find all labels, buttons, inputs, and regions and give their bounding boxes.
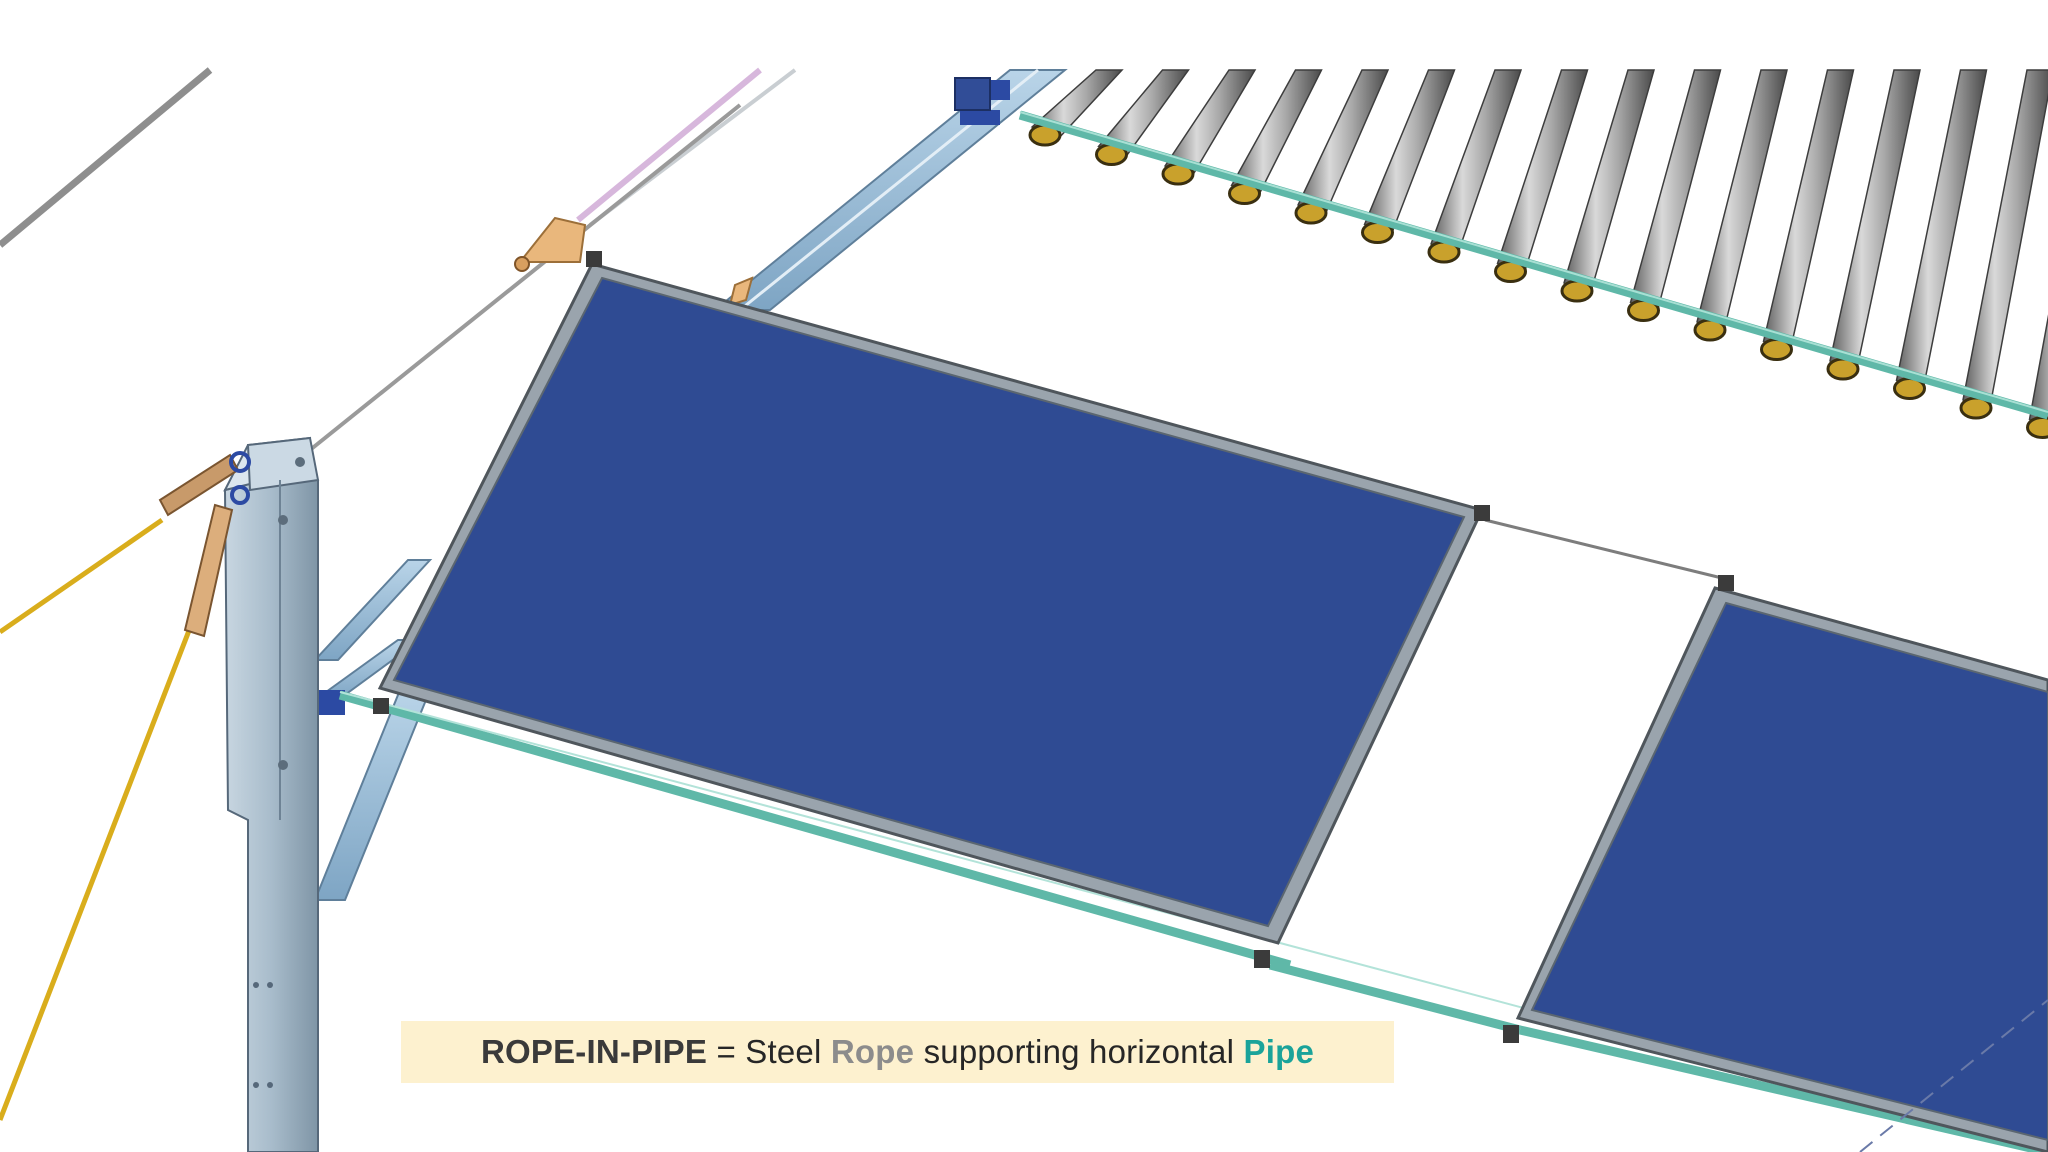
rack-bracket [954,77,991,111]
caption-keyword: ROPE-IN-PIPE [480,1033,708,1070]
rack-beam [712,68,1068,312]
panel-link-rope [1484,518,1731,582]
caption-rope-word: Rope [830,1033,915,1070]
pink-cable [576,67,762,223]
tube-header-highlight [1019,111,2048,413]
rope-tensioner [514,216,754,307]
vacuum-tube [1296,69,1390,219]
diagonal-brace [313,689,432,901]
support-column [223,436,320,1152]
flat-plate-collector-2 [1503,575,2048,1152]
guide-rope [308,103,742,452]
guy-ropes [0,517,193,1121]
caption-pipe-word: Pipe [1243,1033,1315,1070]
rack-lower-beam [311,559,433,715]
far-rope [0,67,213,248]
caption-banner: ROPE-IN-PIPE = Steel Rope supporting hor… [401,1021,1394,1083]
turnbuckles [158,451,251,638]
vacuum-tube [1363,69,1456,238]
tube-collector [1028,69,2048,439]
flat-plate-collector-1 [373,251,1490,968]
tube-manifold-fitting [2026,416,2048,439]
horizontal-support-pipe [338,690,2048,1152]
caption-middle-text: supporting horizontal [914,1033,1244,1070]
caption-equals-text: = Steel [707,1033,831,1070]
tube-header-pipe [1018,110,2048,420]
